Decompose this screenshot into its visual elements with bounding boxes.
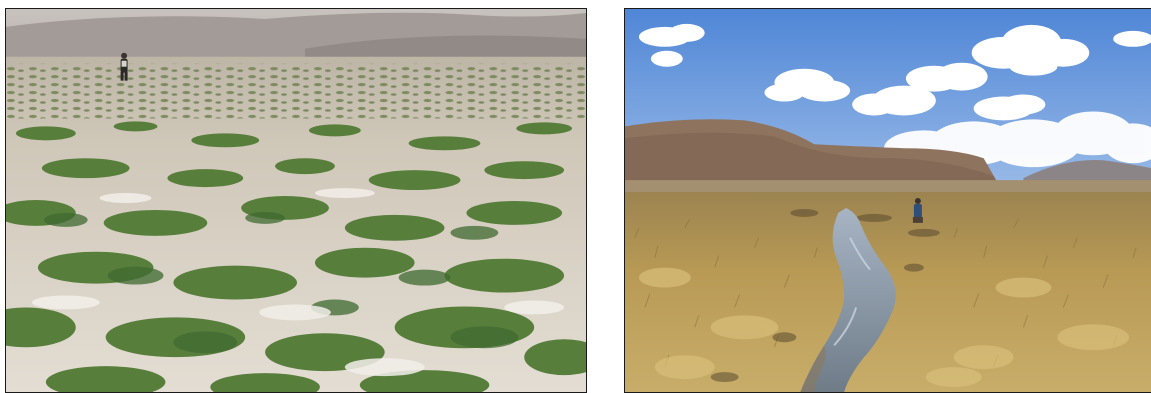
walking-person-figure: [120, 52, 128, 81]
cloud: [638, 23, 705, 67]
water-reflection: [833, 237, 871, 346]
cloud: [973, 94, 1046, 121]
muddy-bank: [800, 345, 826, 392]
mountain-shadow: [625, 132, 1004, 194]
grass-tufts: [638, 267, 1130, 388]
dark-clumps: [710, 208, 940, 383]
cloud: [852, 62, 988, 116]
cloud: [971, 24, 1090, 76]
photo-wetland-stream: [624, 8, 1151, 393]
salt-highlights: [31, 188, 565, 377]
dark-grass-patches: [43, 211, 519, 354]
cloud: [1113, 30, 1151, 47]
grass-texture: [634, 218, 1137, 368]
researcher-figure: [912, 198, 923, 223]
wetland-stream-image: [625, 9, 1151, 392]
saline-meadow-image: [6, 9, 586, 392]
grass-patches: [6, 121, 586, 392]
far-grass-band: [6, 63, 586, 119]
cloud: [764, 68, 851, 102]
photo-saline-meadow: [5, 8, 587, 393]
